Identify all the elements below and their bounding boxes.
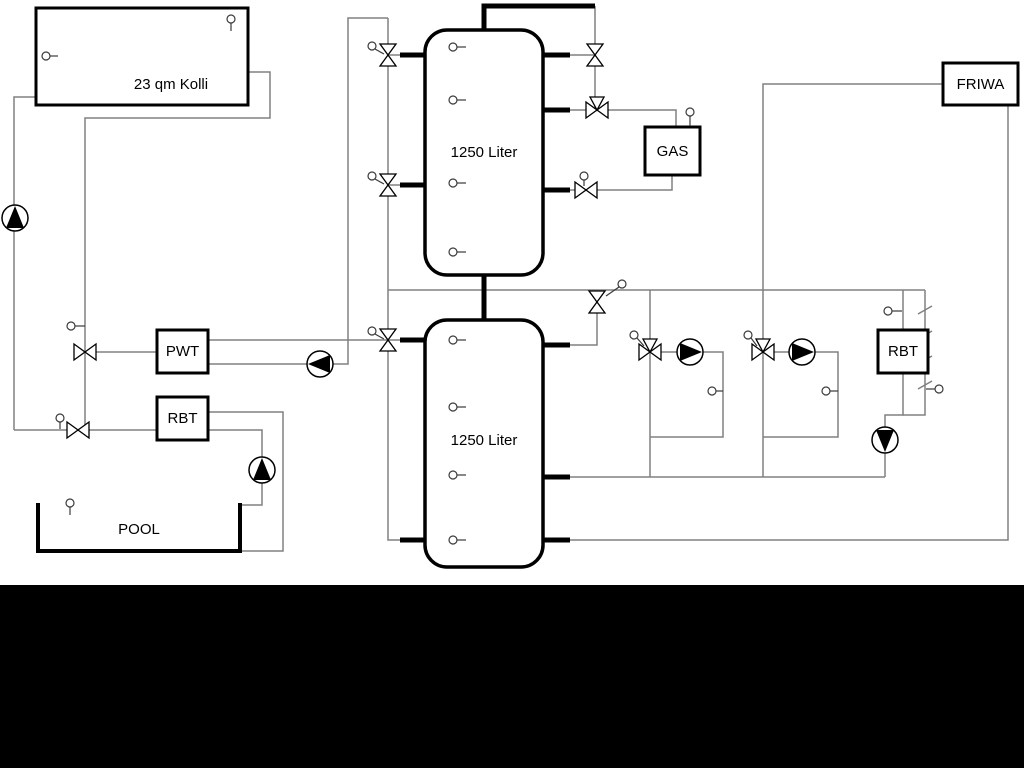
pump-icon [676, 338, 704, 366]
thick-pipes [400, 3, 595, 543]
sensor-icon [66, 321, 85, 331]
pumps [1, 204, 899, 484]
sensor-icon [605, 279, 627, 297]
sensor-icon [367, 171, 385, 185]
rbt-left-box [155, 395, 210, 442]
solar-collector-box [34, 6, 250, 107]
three-way-valve-icon [638, 338, 662, 362]
three-way-valve-icon [751, 338, 775, 362]
tank1-top-line [570, 6, 596, 110]
sensor-icon [55, 413, 65, 429]
valve-icon [73, 342, 97, 362]
three-way-valve-icon [585, 96, 609, 120]
circuit2-loop [753, 351, 839, 477]
temperature-sensors [41, 14, 944, 545]
sensor-icon [226, 14, 236, 31]
pwt-heat-exchanger-box [155, 328, 210, 375]
sensor-icon [448, 95, 466, 105]
valve-icon [378, 328, 398, 352]
buffer-tank-bottom [423, 318, 545, 569]
sensor-icon [41, 51, 58, 61]
buffer-tank-top [423, 28, 545, 277]
pump-icon [306, 350, 334, 378]
pump-icon [248, 456, 276, 484]
charging-column-line [387, 18, 400, 541]
sensor-icon [629, 330, 645, 347]
tank-port-stubs [400, 52, 570, 543]
pump-icon [788, 338, 816, 366]
valve-icon [585, 43, 605, 67]
pool-basin [36, 503, 242, 553]
gas-label: GAS [656, 143, 689, 160]
valve-icon [378, 173, 398, 197]
sensor-icon [65, 498, 75, 515]
pipe-lines [13, 6, 1009, 552]
rbt-right-box [876, 328, 930, 375]
sensor-icon [883, 306, 902, 316]
sensor-icon [821, 386, 838, 396]
valve-icon [587, 290, 607, 314]
pump-icon [1, 204, 29, 232]
sensor-icon [448, 247, 466, 257]
valve-icon [378, 43, 398, 67]
sensor-icon [579, 171, 589, 186]
sensor-icon [448, 335, 466, 345]
gas-boiler-box [643, 125, 702, 177]
pump-icon [871, 426, 899, 454]
sensor-icon [448, 470, 466, 480]
valve-icon [66, 420, 90, 440]
friwa-station-box [941, 61, 1020, 107]
sensor-icon [743, 330, 758, 347]
tank-top-label: 1250 Liter [450, 144, 518, 161]
sensor-icon [448, 402, 466, 412]
solar-return-line [13, 96, 36, 430]
rbt-right-label: RBT [888, 343, 918, 360]
sensor-icon [448, 178, 466, 188]
sensor-icon [926, 384, 944, 394]
sensor-icon [367, 326, 385, 340]
sensor-icon [448, 535, 466, 545]
component-boxes [34, 6, 1020, 569]
hydraulic-schematic [1, 3, 1020, 569]
pool-label: POOL [118, 521, 160, 538]
circuit1-loop [640, 351, 724, 477]
gas-return-line [570, 175, 673, 191]
tank1-top-pipe [481, 3, 595, 33]
pwt-label: PWT [165, 343, 200, 360]
rbt-left-label: RBT [167, 410, 198, 427]
friwa-cold-line [570, 105, 1009, 541]
friwa-hot-line [762, 83, 943, 352]
sensor-icon [707, 386, 723, 396]
collector-label: 23 qm Kolli [133, 76, 209, 93]
sensor-icon [448, 42, 466, 52]
tank2-supply-riser [568, 290, 598, 346]
sensor-icon [685, 107, 695, 126]
friwa-label: FRIWA [956, 76, 1005, 93]
valve-icon [574, 180, 598, 200]
bottom-black-band [0, 585, 1024, 768]
valves [66, 43, 775, 440]
tank-bottom-label: 1250 Liter [450, 432, 518, 449]
sensor-icon [367, 41, 385, 55]
pwt-tank-lines [208, 17, 388, 365]
solar-supply-line [84, 71, 271, 430]
